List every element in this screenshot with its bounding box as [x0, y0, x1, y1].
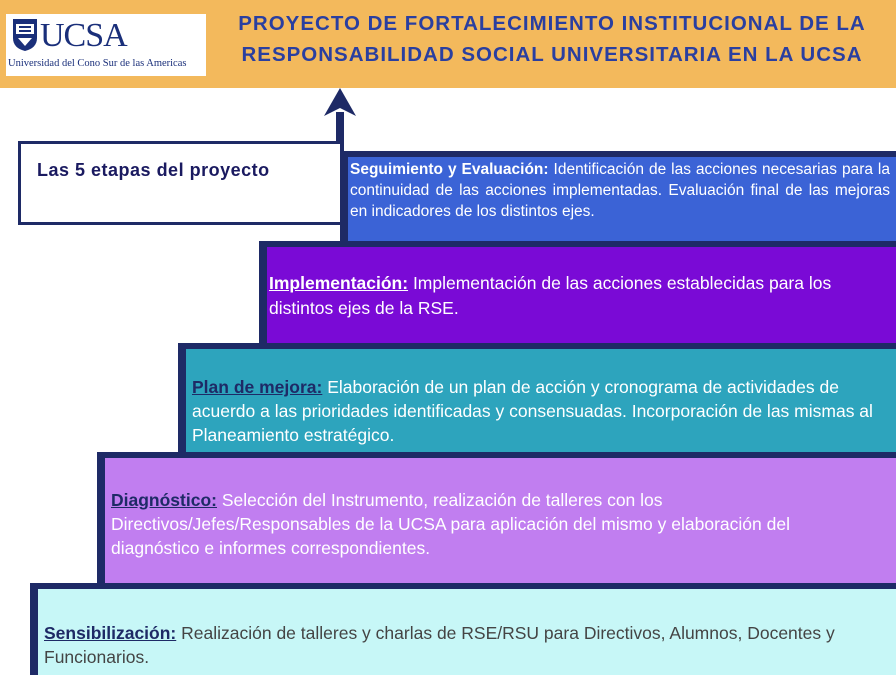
step-edge	[340, 151, 348, 241]
step-text: Implementación: Implementación de las ac…	[269, 271, 889, 321]
step-text: Seguimiento y Evaluación: Identificación…	[350, 159, 890, 222]
step-edge	[259, 241, 267, 343]
step-description: Elaboración de un plan de acción y crono…	[192, 377, 873, 445]
step-heading: Sensibilización:	[44, 623, 177, 643]
step-text: Sensibilización: Realización de talleres…	[44, 621, 844, 669]
logo-name: UCSA	[40, 17, 128, 54]
step-edge	[97, 452, 105, 583]
step-heading: Plan de mejora:	[192, 377, 323, 397]
arrow-shaft	[336, 112, 344, 158]
stages-label-box: Las 5 etapas del proyecto	[18, 141, 343, 225]
step-implementacion: Implementación: Implementación de las ac…	[259, 241, 896, 343]
step-text: Plan de mejora: Elaboración de un plan d…	[192, 375, 882, 447]
arrow-up-icon	[324, 88, 356, 116]
stages-label: Las 5 etapas del proyecto	[37, 160, 270, 180]
step-diagnostico: Diagnóstico: Selección del Instrumento, …	[97, 452, 896, 583]
step-text: Diagnóstico: Selección del Instrumento, …	[111, 488, 831, 560]
step-edge	[30, 583, 38, 675]
step-heading: Diagnóstico:	[111, 490, 217, 510]
step-plan-de-mejora: Plan de mejora: Elaboración de un plan d…	[178, 343, 896, 452]
logo-subtitle: Universidad del Cono Sur de las Americas	[8, 58, 187, 69]
step-heading: Implementación:	[269, 273, 409, 293]
step-edge	[178, 343, 186, 452]
title-line-1: PROYECTO DE FORTALECIMIENTO INSTITUCIONA…	[238, 12, 866, 35]
header-banner: UCSA Universidad del Cono Sur de las Ame…	[0, 0, 896, 88]
shield-icon	[13, 19, 37, 51]
step-description: Implementación de las acciones estableci…	[269, 273, 832, 318]
title-line-2: RESPONSABILIDAD SOCIAL UNIVERSITARIA EN …	[241, 43, 863, 66]
step-heading: Seguimiento y Evaluación:	[350, 161, 549, 178]
step-description: Identificación de las acciones necesaria…	[350, 161, 890, 220]
step-description: Selección del Instrumento, realización d…	[111, 490, 790, 558]
step-description: Realización de talleres y charlas de RSE…	[44, 623, 835, 667]
ucsa-logo: UCSA Universidad del Cono Sur de las Ame…	[6, 14, 206, 76]
step-seguimiento: Seguimiento y Evaluación: Identificación…	[340, 151, 896, 241]
step-sensibilizacion: Sensibilización: Realización de talleres…	[30, 583, 896, 675]
page-title: PROYECTO DE FORTALECIMIENTO INSTITUCIONA…	[210, 8, 894, 70]
